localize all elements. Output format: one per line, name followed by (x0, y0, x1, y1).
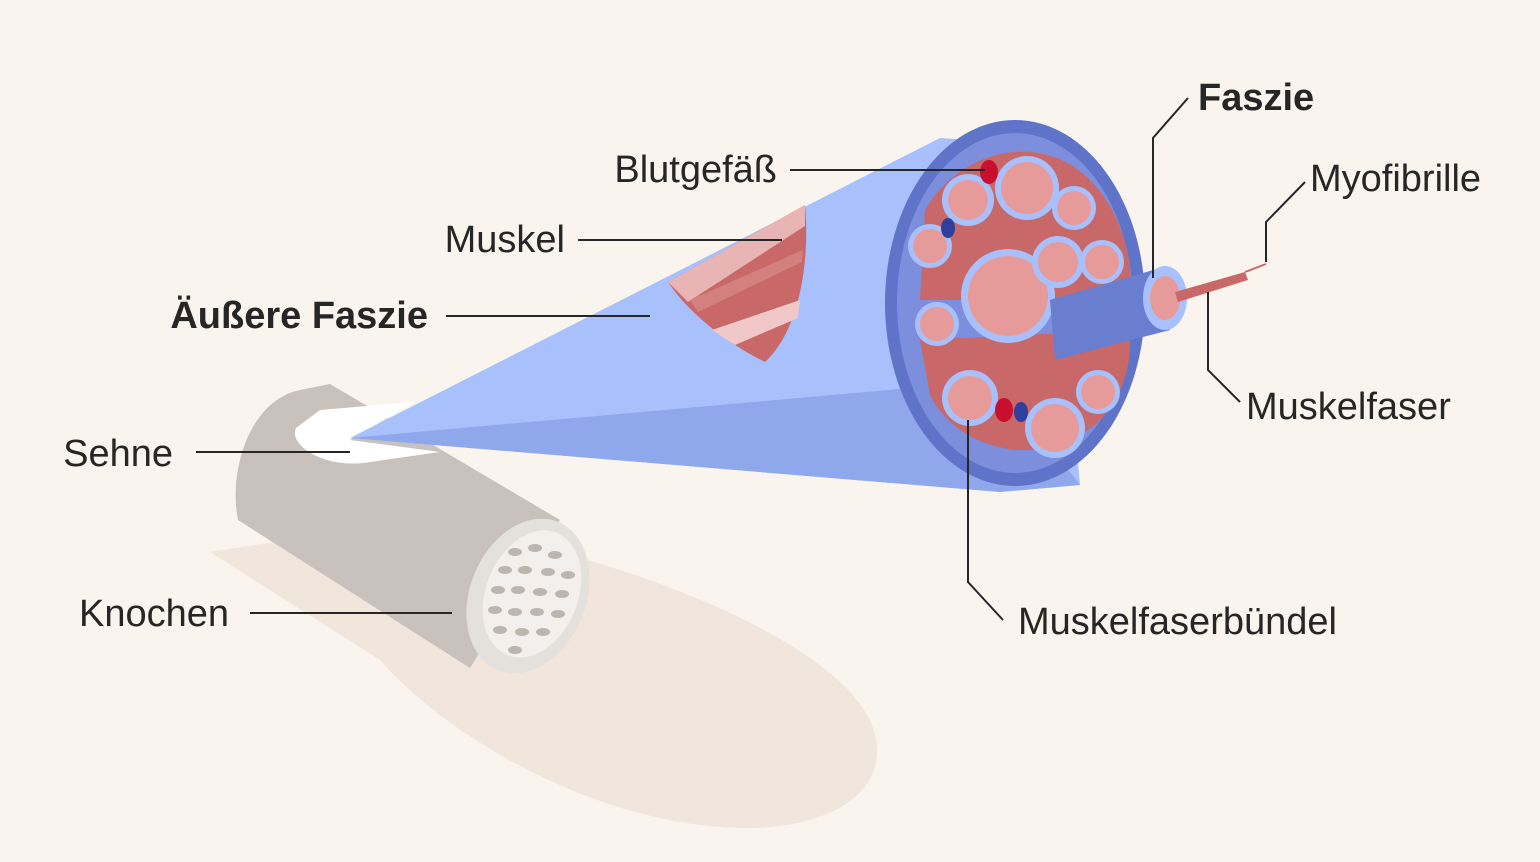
tendon (294, 402, 440, 464)
label-muskelfaser: Muskelfaser (1246, 386, 1451, 428)
leader-lines (196, 97, 1306, 621)
label-blutgefaess: Blutgefäß (614, 149, 777, 191)
muscle-fascicles (908, 156, 1124, 458)
label-muskel: Muskel (445, 219, 565, 261)
muscle-cutaway (668, 205, 807, 362)
label-knochen: Knochen (79, 593, 229, 635)
myofibril (1175, 272, 1248, 302)
bone-marrow-pattern (488, 544, 575, 654)
label-aeussere-faszie: Äußere Faszie (170, 294, 428, 337)
extended-fascicle (1050, 263, 1267, 360)
label-myofibrille: Myofibrille (1310, 158, 1481, 200)
bone (235, 384, 590, 674)
label-faszie: Faszie (1198, 77, 1314, 119)
blood-vessels (941, 160, 1028, 422)
muscle-body (350, 120, 1267, 492)
label-muskelfaserbuendel: Muskelfaserbündel (1018, 601, 1337, 643)
label-sehne: Sehne (63, 433, 173, 475)
